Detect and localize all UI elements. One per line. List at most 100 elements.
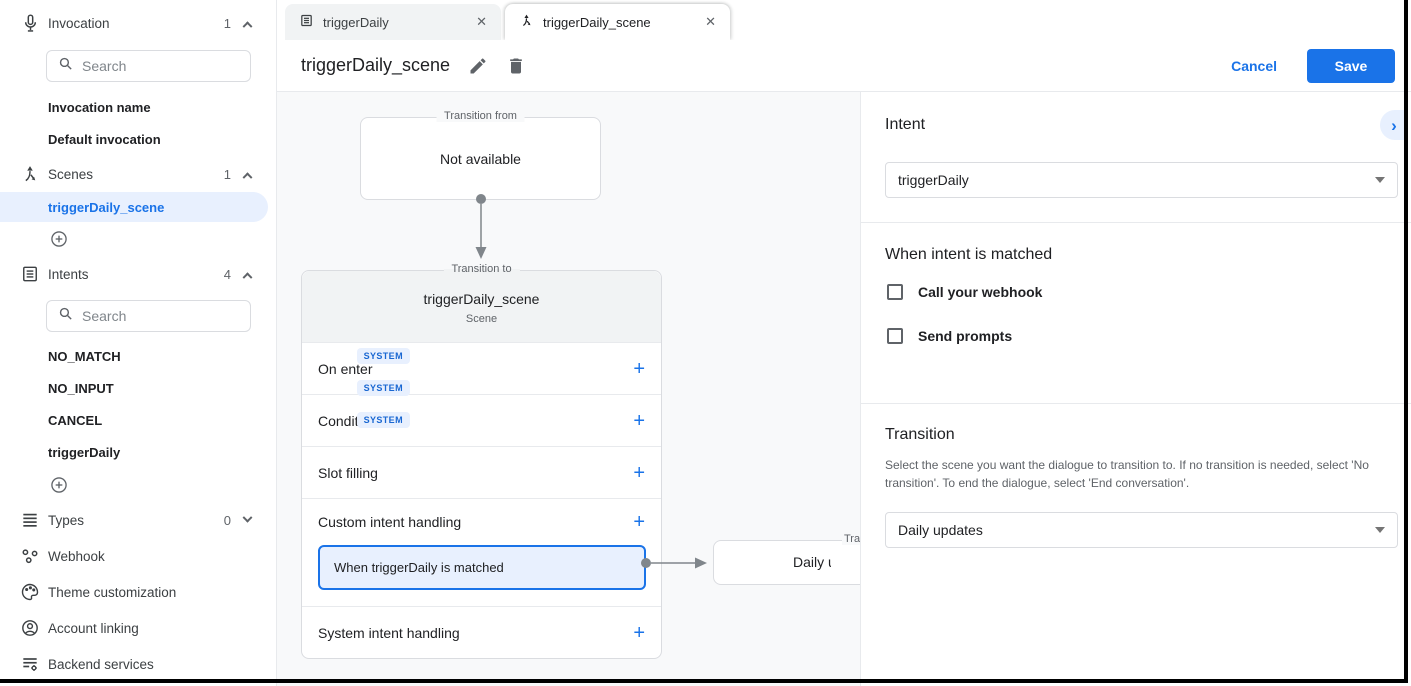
add-icon[interactable]: +	[633, 409, 645, 432]
window-border-bottom	[0, 679, 1408, 683]
intent-handler-chip[interactable]: When triggerDaily is matched	[318, 545, 646, 590]
connector-arrow-down	[475, 194, 487, 259]
intent-name: NO_MATCH	[48, 348, 121, 364]
intent-select-value: triggerDaily	[898, 172, 969, 188]
section-count: 1	[223, 15, 231, 31]
scene-row-condition: Condition +	[302, 394, 661, 446]
panel-heading-matched: When intent is matched	[885, 246, 1053, 263]
document-header: triggerDaily_scene Cancel Save	[277, 40, 1411, 91]
microphone-icon	[18, 11, 42, 35]
row-label: Custom intent handling	[318, 514, 462, 530]
checkbox[interactable]	[887, 284, 903, 300]
add-scene-icon[interactable]	[49, 229, 69, 249]
sidebar-section-intents[interactable]: Intents 4	[0, 261, 277, 287]
sidebar-section-types[interactable]: Types 0	[0, 507, 277, 533]
webhook-icon	[18, 544, 42, 568]
system-badge: SYSTEM	[356, 380, 410, 396]
scene-node[interactable]: Transition to triggerDaily_scene Scene O…	[301, 263, 662, 659]
edit-icon[interactable]	[468, 56, 488, 76]
intent-name: NO_INPUT	[48, 380, 114, 396]
divider	[861, 403, 1411, 404]
row-label: System intent handling	[318, 624, 460, 641]
intent-icon	[299, 13, 314, 31]
system-badge: SYSTEM	[356, 412, 410, 428]
delete-icon[interactable]	[506, 56, 526, 76]
tab-triggerdaily-scene[interactable]: triggerDaily_scene ✕	[505, 4, 730, 40]
tab-strip: triggerDaily ✕ triggerDaily_scene ✕	[277, 0, 1411, 40]
node-legend: Transition to	[842, 533, 860, 545]
sidebar-item-no-match[interactable]: NO_MATCH SYSTEM	[48, 347, 410, 365]
search-input[interactable]	[82, 308, 212, 324]
save-button[interactable]: Save	[1307, 48, 1395, 83]
dropdown-caret-icon	[1375, 177, 1385, 183]
sidebar-item-invocation-name[interactable]: Invocation name	[48, 99, 151, 115]
row-label: Slot filling	[318, 464, 378, 481]
add-icon[interactable]: +	[633, 357, 645, 380]
chevron-up-icon[interactable]	[242, 271, 253, 282]
link-label: Webhook	[48, 548, 105, 564]
search-input[interactable]	[82, 58, 212, 74]
add-icon[interactable]: +	[633, 621, 645, 644]
sidebar: Invocation 1 Invocation name Default inv…	[0, 0, 410, 686]
sidebar-item-triggerdaily-scene[interactable]: triggerDaily_scene	[0, 192, 268, 222]
call-webhook-checkbox-row[interactable]: Call your webhook	[887, 284, 1042, 300]
palette-icon	[18, 580, 42, 604]
tab-label: triggerDaily_scene	[543, 14, 651, 30]
sidebar-section-invocation[interactable]: Invocation 1	[0, 10, 277, 36]
transition-select-value: Daily updates	[898, 522, 983, 538]
add-intent-icon[interactable]	[49, 475, 69, 495]
invocation-search[interactable]	[46, 50, 251, 82]
panel-heading-intent: Intent	[885, 116, 926, 133]
intent-select[interactable]: triggerDaily	[885, 162, 1398, 198]
checkbox[interactable]	[887, 328, 903, 344]
add-icon[interactable]: +	[633, 511, 645, 533]
types-icon	[18, 508, 42, 532]
transition-from-node[interactable]: Transition from Not available	[360, 110, 601, 200]
close-icon[interactable]: ✕	[476, 14, 487, 29]
chevron-up-icon[interactable]	[242, 171, 253, 182]
close-icon[interactable]: ✕	[705, 14, 716, 29]
send-prompts-checkbox-row[interactable]: Send prompts	[887, 328, 1012, 344]
section-count: 1	[223, 166, 231, 182]
row-label: On enter	[318, 360, 373, 377]
sidebar-item-cancel[interactable]: CANCEL SYSTEM	[48, 411, 410, 429]
intent-name: CANCEL	[48, 412, 103, 428]
intent-detail-panel: Intent › triggerDaily When intent is mat…	[860, 92, 1411, 686]
link-label: Theme customization	[48, 584, 177, 600]
target-scene-node[interactable]: Transition to Daily updates	[713, 533, 860, 585]
chevron-down-icon[interactable]	[242, 512, 253, 523]
checkbox-label: Call your webhook	[918, 284, 1043, 300]
scene-row-system-intent-handling: System intent handling +	[302, 606, 661, 658]
transition-select[interactable]: Daily updates	[885, 512, 1398, 548]
cancel-button[interactable]: Cancel	[1231, 57, 1277, 74]
scene-node-header: triggerDaily_scene Scene	[302, 271, 661, 342]
chevron-up-icon[interactable]	[242, 20, 253, 31]
tab-triggerdaily[interactable]: triggerDaily ✕	[285, 4, 501, 40]
section-label: Intents	[48, 266, 89, 282]
add-icon[interactable]: +	[633, 461, 645, 484]
sidebar-item-account-linking[interactable]: Account linking	[0, 615, 277, 641]
section-label: Invocation	[48, 15, 110, 31]
transition-description: Select the scene you want the dialogue t…	[885, 458, 1369, 490]
connector-arrow-right	[641, 557, 707, 569]
section-label: Types	[48, 512, 85, 528]
link-label: Account linking	[48, 620, 139, 636]
search-icon	[57, 55, 74, 77]
link-label: Backend services	[48, 656, 154, 672]
sidebar-item-default-invocation[interactable]: Default invocation	[48, 131, 161, 147]
sidebar-item-backend-services[interactable]: Backend services	[0, 651, 277, 677]
intents-search[interactable]	[46, 300, 251, 332]
scenes-icon	[18, 162, 42, 186]
sidebar-item-triggerdaily[interactable]: triggerDaily	[48, 444, 121, 460]
sidebar-item-webhook[interactable]: Webhook	[0, 543, 277, 569]
window-border-right	[1404, 0, 1408, 683]
dropdown-caret-icon	[1375, 527, 1385, 533]
intent-handler-label: When triggerDaily is matched	[334, 560, 504, 575]
backend-services-icon	[18, 652, 42, 676]
sidebar-item-no-input[interactable]: NO_INPUT SYSTEM	[48, 379, 410, 397]
scene-row-on-enter: On enter +	[302, 342, 661, 394]
collapse-panel-button[interactable]: ›	[1380, 110, 1404, 140]
sidebar-item-theme-customization[interactable]: Theme customization	[0, 579, 277, 605]
node-legend: Transition to	[443, 263, 520, 275]
sidebar-section-scenes[interactable]: Scenes 1	[0, 161, 277, 187]
